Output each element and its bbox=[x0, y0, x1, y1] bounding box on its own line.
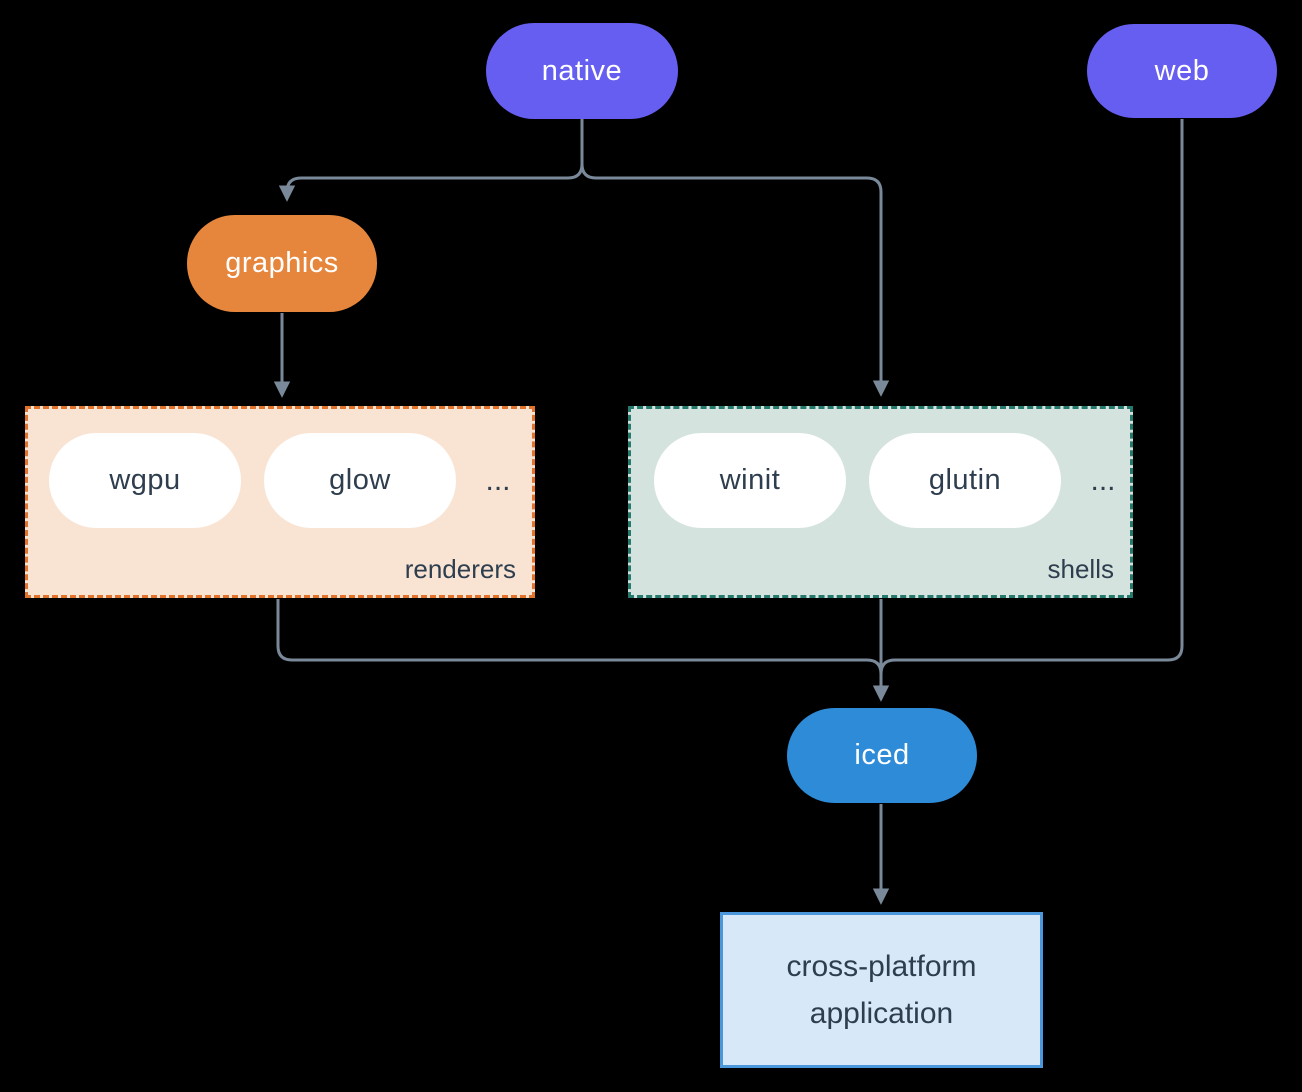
application-label-line2: application bbox=[809, 997, 954, 1030]
node-iced-label: iced bbox=[854, 739, 910, 771]
node-glutin-label: glutin bbox=[928, 464, 1002, 496]
node-cross-platform-application: cross-platform application bbox=[720, 912, 1043, 1068]
renderers-group: wgpu glow ... renderers bbox=[25, 406, 535, 598]
renderers-ellipsis: ... bbox=[485, 463, 511, 497]
node-graphics-label: graphics bbox=[225, 247, 339, 279]
edge-native-to-shells bbox=[580, 119, 890, 397]
shells-group: winit glutin ... shells bbox=[628, 406, 1133, 598]
group-label-renderers: renderers bbox=[404, 554, 516, 584]
shells-ellipsis: ... bbox=[1090, 463, 1116, 497]
node-native: native bbox=[486, 23, 678, 119]
node-glow-label: glow bbox=[329, 464, 391, 496]
edge-renderers-to-merge bbox=[276, 599, 883, 675]
node-glutin: glutin bbox=[869, 433, 1061, 528]
node-wgpu-label: wgpu bbox=[109, 464, 181, 496]
node-iced: iced bbox=[787, 708, 977, 803]
node-winit: winit bbox=[654, 433, 846, 528]
node-glow: glow bbox=[264, 433, 456, 528]
group-label-shells: shells bbox=[1047, 554, 1114, 584]
edge-web-to-merge bbox=[879, 119, 1184, 675]
node-web: web bbox=[1087, 24, 1277, 118]
node-native-label: native bbox=[541, 54, 623, 87]
edge-native-to-graphics bbox=[278, 119, 584, 202]
node-winit-label: winit bbox=[719, 464, 781, 496]
node-wgpu: wgpu bbox=[49, 433, 241, 528]
node-graphics: graphics bbox=[187, 215, 377, 312]
application-label-line1: cross-platform bbox=[786, 950, 977, 983]
node-web-label: web bbox=[1154, 54, 1210, 87]
